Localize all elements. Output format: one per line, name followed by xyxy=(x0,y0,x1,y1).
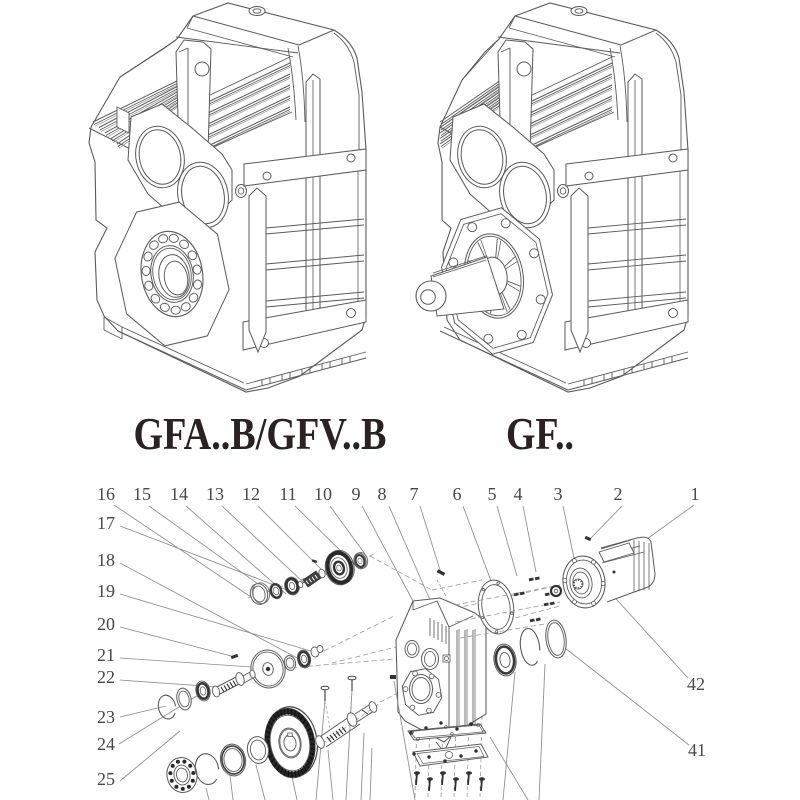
svg-text:17: 17 xyxy=(97,513,115,533)
svg-text:25: 25 xyxy=(97,769,115,789)
svg-text:16: 16 xyxy=(97,484,115,504)
svg-text:12: 12 xyxy=(242,484,260,504)
svg-text:4: 4 xyxy=(514,484,523,504)
svg-text:15: 15 xyxy=(133,484,151,504)
svg-text:GFA..B/GFV..B: GFA..B/GFV..B xyxy=(134,408,387,459)
svg-text:1: 1 xyxy=(691,484,700,504)
svg-text:3: 3 xyxy=(554,484,563,504)
svg-text:19: 19 xyxy=(97,581,115,601)
svg-text:2: 2 xyxy=(614,484,623,504)
svg-text:21: 21 xyxy=(97,645,115,665)
svg-text:24: 24 xyxy=(97,734,115,754)
svg-text:8: 8 xyxy=(378,484,387,504)
svg-text:23: 23 xyxy=(97,707,115,727)
svg-text:9: 9 xyxy=(352,484,361,504)
svg-text:5: 5 xyxy=(488,484,497,504)
svg-text:13: 13 xyxy=(206,484,224,504)
svg-text:18: 18 xyxy=(97,550,115,570)
svg-text:6: 6 xyxy=(453,484,462,504)
svg-text:7: 7 xyxy=(410,484,419,504)
svg-text:14: 14 xyxy=(170,484,188,504)
svg-text:20: 20 xyxy=(97,614,115,634)
svg-text:41: 41 xyxy=(688,740,706,760)
svg-text:10: 10 xyxy=(314,484,332,504)
svg-text:11: 11 xyxy=(279,484,296,504)
svg-text:42: 42 xyxy=(687,674,705,694)
svg-text:22: 22 xyxy=(97,667,115,687)
svg-text:GF..: GF.. xyxy=(506,408,574,459)
